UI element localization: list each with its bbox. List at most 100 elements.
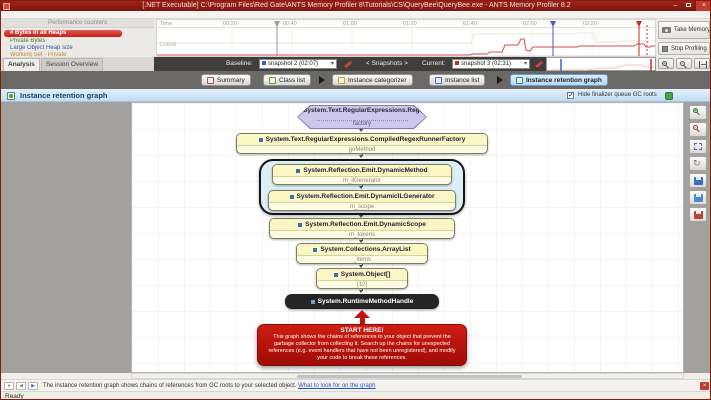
copy-icon <box>694 194 703 202</box>
selection-rectangle-icon <box>694 143 702 150</box>
save-icon <box>694 177 703 185</box>
take-snapshot-button[interactable]: Take Memory Snapshot <box>658 21 710 39</box>
time-tick-label: 02:00 <box>523 21 537 27</box>
class-icon <box>333 272 338 277</box>
zoom-out-button[interactable]: - <box>689 122 707 137</box>
timeline-panel: Performance counters # Bytes in all Heap… <box>1 19 710 58</box>
counter-bytes-in-all-heaps[interactable]: # Bytes in all Heaps <box>4 30 122 37</box>
minimize-button[interactable]: – <box>673 2 678 9</box>
horizontal-scrollbar[interactable] <box>131 373 684 379</box>
view-title: Instance retention graph <box>20 91 108 100</box>
zoom-out-icon: - <box>680 61 685 67</box>
start-here-callout: START HERE! This graph shows the chains … <box>257 324 467 366</box>
reference-field: goMethod <box>237 145 487 153</box>
class-icon <box>258 137 263 142</box>
tab-analysis[interactable]: Analysis <box>3 58 40 71</box>
export-icon <box>694 211 703 219</box>
stop-profiling-button[interactable]: Stop Profiling <box>658 42 710 55</box>
info-close-button[interactable]: × <box>700 382 709 390</box>
timeline-fit-button[interactable] <box>694 58 710 69</box>
export-image-button[interactable] <box>689 207 707 222</box>
retention-graph-icon <box>7 92 15 100</box>
arrow-down-icon <box>359 215 363 218</box>
next-hint-button[interactable]: ▶ <box>28 382 38 390</box>
current-snapshot-select[interactable]: snapshot 3 (02:31)▾ <box>452 59 530 69</box>
workflow-chevron-icon <box>319 76 325 84</box>
time-tick-label: 01:00 <box>343 21 357 27</box>
arrow-down-icon <box>359 240 363 243</box>
y-axis-label: 128MB <box>159 42 177 48</box>
workflow-summary-button[interactable]: Summary <box>201 74 251 86</box>
scrollbar-thumb[interactable] <box>297 375 522 378</box>
counter-working-set[interactable]: Working Set - Private <box>10 52 67 58</box>
tab-session-overview[interactable]: Session Overview <box>41 58 104 71</box>
timeline-minimap[interactable] <box>546 57 657 71</box>
current-color-dot <box>455 61 459 65</box>
graph-node-gc-root[interactable]: System.Text.RegularExpressions.Regex fac… <box>297 105 427 129</box>
rename-current-icon[interactable] <box>535 60 543 68</box>
reference-field: _items <box>297 255 427 263</box>
help-link[interactable]: What to look for on the graph <box>298 383 376 389</box>
class-icon <box>310 299 315 304</box>
window-title: [.NET Executable] C:\Program Files\Red G… <box>142 2 571 9</box>
zoom-in-button[interactable]: + <box>689 105 707 120</box>
view-header: Instance retention graph ✓ Hide finalize… <box>1 89 710 102</box>
maximize-button[interactable] <box>682 1 695 11</box>
arrow-down-icon <box>359 186 363 189</box>
info-text: The instance retention graph shows chain… <box>43 383 297 389</box>
current-label: Current: <box>422 60 446 67</box>
baseline-label: Baseline: <box>226 60 253 67</box>
copy-image-button[interactable] <box>689 190 707 205</box>
start-here-title: START HERE! <box>340 327 384 334</box>
reference-field: factory <box>316 120 408 127</box>
close-button[interactable]: × <box>695 1 710 11</box>
start-here-body: This graph shows the chains of reference… <box>268 334 456 362</box>
graph-node[interactable]: System.Object[] [12] <box>316 268 408 289</box>
arrow-down-icon <box>359 129 363 132</box>
time-tick-label: 00:20 <box>223 21 237 27</box>
refresh-layout-button[interactable]: ↻ <box>689 156 707 171</box>
snapshots-nav[interactable]: < Snapshots > <box>366 60 408 67</box>
graph-node[interactable]: System.Reflection.Emit.DynamicILGenerato… <box>268 190 456 211</box>
snapshot-selection-band: Baseline: snapshot 2 (02:07)▾ < Snapshot… <box>154 57 546 71</box>
graph-node-selected-object[interactable]: System.RuntimeMethodHandle <box>285 294 439 309</box>
reference-field: [12] <box>317 280 407 288</box>
counter-large-object-heap[interactable]: Large Object Heap size <box>10 45 73 51</box>
workflow-instance-categorizer-button[interactable]: Instance categorizer <box>332 74 413 86</box>
workflow-instance-retention-graph-button[interactable]: Instance retention graph <box>510 74 608 86</box>
counter-private-bytes[interactable]: Private Bytes <box>10 38 46 44</box>
graph-node[interactable]: System.Reflection.Emit.DynamicMethod m_i… <box>272 164 452 185</box>
baseline-snapshot-select[interactable]: snapshot 2 (02:07)▾ <box>259 59 337 69</box>
workflow-instance-list-button[interactable]: Instance list <box>429 74 486 86</box>
timeline-zoom-in-button[interactable]: + <box>658 58 674 69</box>
timeline-zoom-out-button[interactable]: - <box>676 58 692 69</box>
zoom-in-icon: + <box>662 61 667 67</box>
graph-node[interactable]: System.Collections.ArrayList _items <box>296 243 428 264</box>
hint-button[interactable]: ● <box>4 382 14 390</box>
save-image-button[interactable] <box>689 173 707 188</box>
performance-counters-header: Performance counters <box>1 19 154 28</box>
workflow-chevron-icon <box>497 76 503 84</box>
rename-baseline-icon[interactable] <box>344 60 352 68</box>
workflow-band: Summary Class list Instance categorizer … <box>1 71 710 89</box>
reference-field: m_tokens <box>270 230 454 238</box>
time-tick-label: 01:20 <box>403 21 417 27</box>
instance-retention-graph-icon <box>516 76 523 84</box>
zoom-in-icon: + <box>693 108 698 114</box>
arrow-down-icon <box>359 290 363 293</box>
retention-graph-canvas[interactable]: System.Text.RegularExpressions.Regex fac… <box>131 102 684 373</box>
class-list-icon <box>269 76 276 84</box>
start-arrow-stem <box>359 317 365 325</box>
graph-node[interactable]: System.Text.RegularExpressions.CompiledR… <box>236 133 488 154</box>
app-icon <box>3 3 10 10</box>
summary-icon <box>207 76 214 84</box>
workflow-class-list-button[interactable]: Class list <box>263 74 312 86</box>
zoom-to-selection-button[interactable] <box>689 139 707 154</box>
previous-hint-button[interactable]: ◀ <box>16 382 26 390</box>
hide-finalizer-checkbox[interactable]: ✓ <box>567 92 574 99</box>
graph-node[interactable]: System.Reflection.Emit.DynamicScope m_to… <box>269 218 455 239</box>
camera-icon <box>662 27 671 33</box>
